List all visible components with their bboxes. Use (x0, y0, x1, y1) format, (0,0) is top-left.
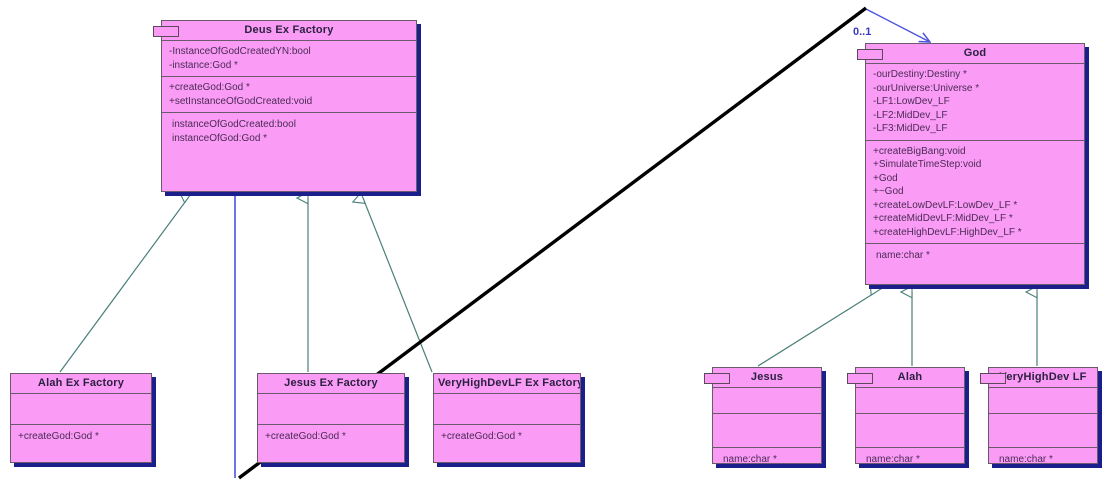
class-operations-veryhighdevlf-ex-factory: +createGod:God * (434, 424, 580, 449)
class-operation: +setInstanceOfGodCreated:void (169, 95, 313, 107)
multiplicity-label-0-1: 0..1 (853, 26, 872, 38)
class-operation: +createLowDevLF:LowDev_LF * (873, 199, 1018, 211)
class-title-jesus-ex-factory: Jesus Ex Factory (284, 377, 378, 389)
class-title-god: God (963, 47, 987, 59)
class-tab-icon (153, 26, 179, 37)
class-extras-veryhighdev-lf: name:char * (989, 447, 1097, 472)
class-title-deus-ex-factory: Deus Ex Factory (244, 24, 334, 36)
class-attributes-alah-ex-factory (11, 393, 151, 424)
class-operation: +createGod:God * (169, 82, 250, 93)
class-operation: +createHighDevLF:HighDev_LF * (873, 226, 1022, 238)
class-extra: name:char * (999, 454, 1053, 465)
class-box-jesus-ex-factory[interactable]: Jesus Ex Factory +createGod:God * (257, 373, 405, 463)
class-title-veryhighdevlf-ex-factory: VeryHighDevLF Ex Factory (438, 377, 580, 389)
class-attributes-deus-ex-factory: -InstanceOfGodCreatedYN:bool -instance:G… (162, 40, 416, 76)
class-extra: name:char * (876, 250, 930, 261)
class-extra: name:char * (723, 454, 777, 465)
class-box-alah-ex-factory[interactable]: Alah Ex Factory +createGod:God * (10, 373, 152, 463)
class-operation: +God (873, 172, 898, 184)
class-tab-icon (704, 373, 730, 384)
class-operation: +createGod:God * (18, 431, 99, 442)
class-operations-alah-ex-factory: +createGod:God * (11, 424, 151, 449)
class-operation: +SimulateTimeStep:void (873, 159, 982, 170)
class-operations-alah (856, 413, 964, 447)
class-box-veryhighdev-lf[interactable]: VeryHighDev LF name:char * (980, 367, 1098, 465)
class-operation: +createMidDevLF:MidDev_LF * (873, 213, 1013, 224)
class-extra: instanceOfGodCreated:bool (172, 119, 296, 130)
class-operation: +createGod:God * (265, 431, 346, 442)
class-tab-icon (847, 373, 873, 384)
class-attributes-veryhighdevlf-ex-factory (434, 393, 580, 424)
class-tab-icon (857, 49, 883, 60)
class-attributes-veryhighdev-lf (989, 387, 1097, 413)
class-extras-deus-ex-factory: instanceOfGodCreated:bool instanceOfGod:… (162, 112, 416, 150)
class-box-alah[interactable]: Alah name:char * (847, 367, 965, 465)
association-arrow-to-god (865, 8, 930, 42)
class-extras-jesus: name:char * (713, 447, 821, 472)
class-attribute: -InstanceOfGodCreatedYN:bool (169, 46, 311, 57)
class-attribute: -ourUniverse:Universe * (873, 82, 980, 94)
class-extras-alah: name:char * (856, 447, 964, 472)
class-operations-deus-ex-factory: +createGod:God * +setInstanceOfGodCreate… (162, 76, 416, 112)
class-title-veryhighdev-lf: VeryHighDev LF (999, 371, 1087, 383)
class-attributes-alah (856, 387, 964, 413)
class-attribute: -instance:God * (169, 59, 238, 71)
class-box-veryhighdevlf-ex-factory[interactable]: VeryHighDevLF Ex Factory +createGod:God … (433, 373, 581, 463)
class-extras-god: name:char * (866, 243, 1084, 268)
class-box-deus-ex-factory[interactable]: Deus Ex Factory -InstanceOfGodCreatedYN:… (153, 20, 417, 192)
class-operation: +createBigBang:void (873, 145, 966, 157)
class-attribute: -LF3:MidDev_LF (873, 123, 948, 134)
class-title-alah-ex-factory: Alah Ex Factory (37, 377, 125, 389)
class-operation: +~God (873, 186, 904, 197)
class-attribute: -ourDestiny:Destiny * (873, 69, 967, 80)
generalization-alahexfactory-to-deusexfactory (59, 198, 188, 373)
class-operations-jesus (713, 413, 821, 447)
class-attribute: -LF2:MidDev_LF (873, 109, 948, 121)
class-operations-god: +createBigBang:void +SimulateTimeStep:vo… (866, 139, 1084, 244)
class-attributes-jesus (713, 387, 821, 413)
class-attributes-god: -ourDestiny:Destiny * -ourUniverse:Unive… (866, 63, 1084, 140)
class-operations-veryhighdev-lf (989, 413, 1097, 447)
class-attribute: -LF1:LowDev_LF (873, 96, 950, 107)
class-attributes-jesus-ex-factory (258, 393, 404, 424)
class-tab-icon (980, 373, 1006, 384)
class-operation: +createGod:God * (441, 431, 522, 442)
class-extra: name:char * (866, 454, 920, 465)
class-box-jesus[interactable]: Jesus name:char * (704, 367, 822, 465)
class-box-god[interactable]: God -ourDestiny:Destiny * -ourUniverse:U… (857, 43, 1085, 285)
class-operations-jesus-ex-factory: +createGod:God * (258, 424, 404, 449)
class-title-alah: Alah (897, 371, 923, 383)
generalization-veryhighdevlfexfactory-to-deusexfactory (363, 198, 433, 373)
class-extra: instanceOfGod:God * (172, 132, 268, 144)
generalization-jesus-to-god (757, 292, 876, 367)
